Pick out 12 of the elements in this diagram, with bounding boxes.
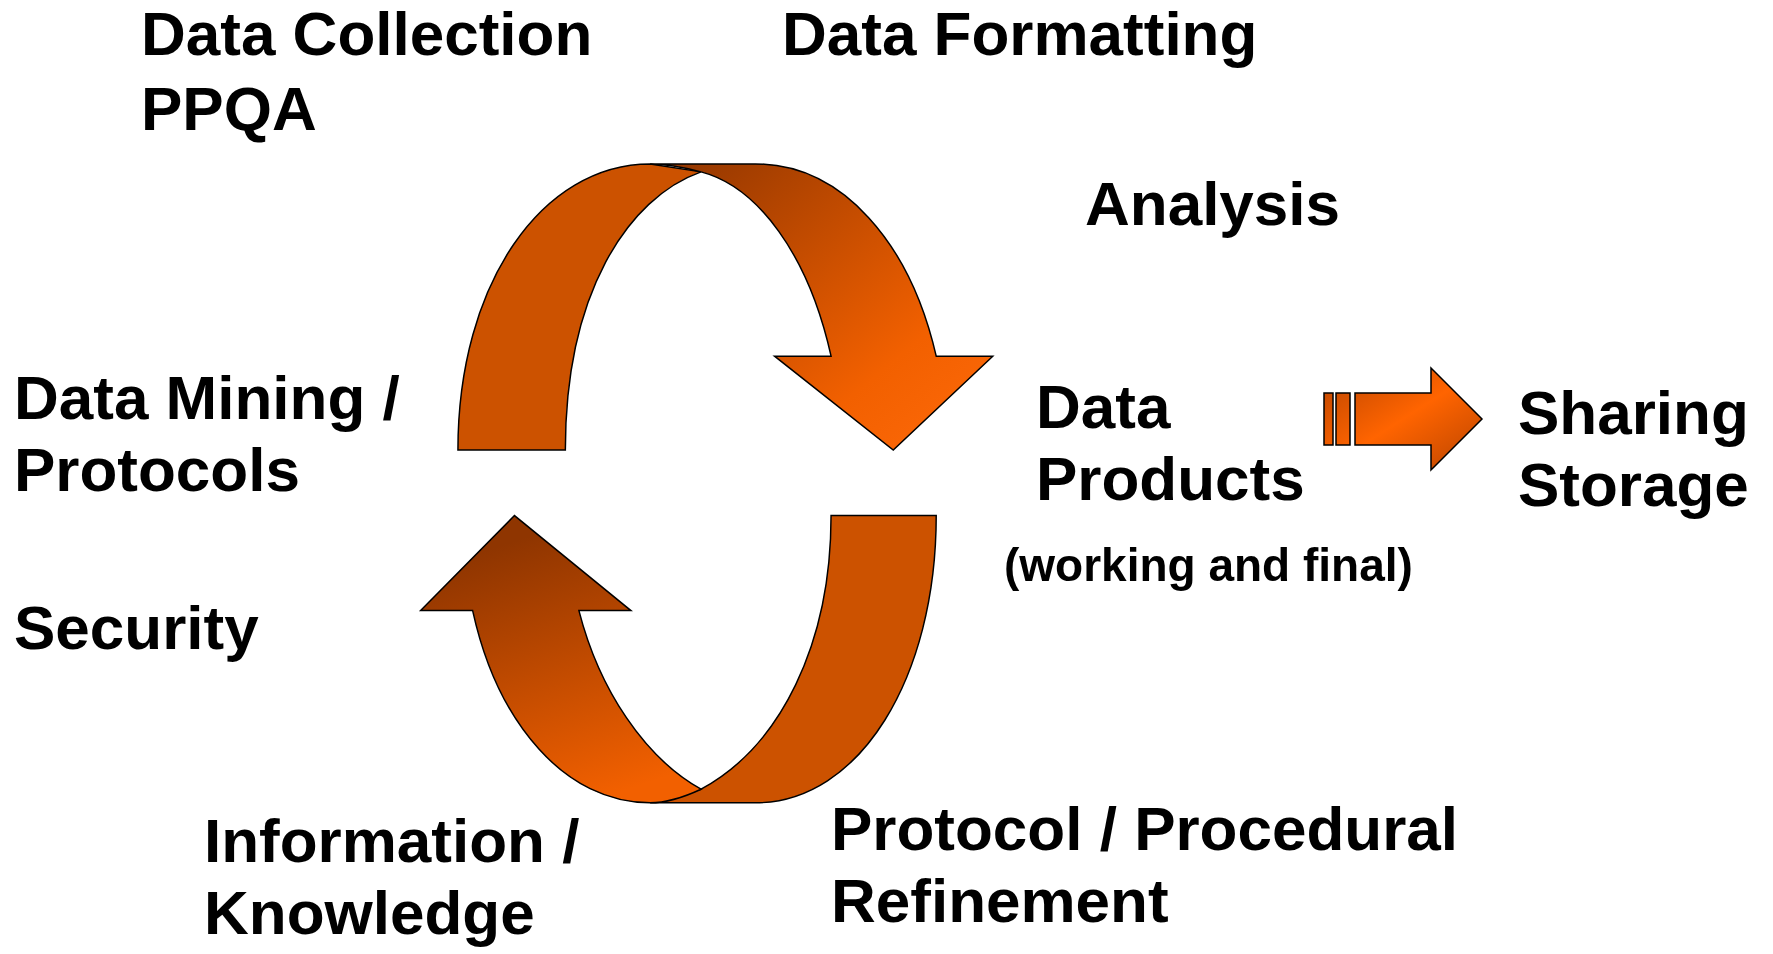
text-label: Information / Knowledge [204, 805, 581, 949]
text-label: PPQA [141, 73, 317, 145]
text-label: Security [14, 592, 259, 664]
text-label: Data Mining / Protocols [14, 362, 401, 506]
node-label: Data Products [1036, 371, 1306, 515]
text-label: Data Formatting [782, 0, 1258, 70]
block-arrow [1323, 366, 1484, 472]
node-label: Sharing Storage [1518, 377, 1750, 521]
note-text: (working and final) [1004, 538, 1413, 593]
text-label: Data Collection [141, 0, 593, 70]
text-label: Protocol / Procedural Refinement [831, 793, 1460, 937]
text-label: Analysis [1085, 168, 1341, 240]
